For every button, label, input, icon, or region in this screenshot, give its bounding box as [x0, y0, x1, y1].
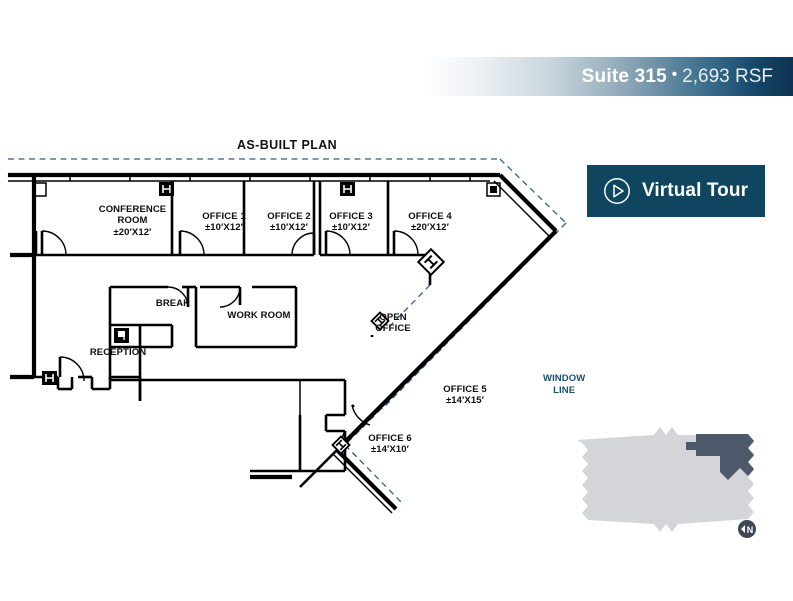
key-plan-suite-highlight — [686, 434, 754, 480]
floor-plan-drawing: .w { stroke:#000; fill:none; stroke-widt… — [7, 158, 567, 514]
suite-header-banner: Suite 315 • 2,693 RSF — [424, 57, 793, 96]
room-label-office-2: OFFICE 2 ±10′X12′ — [267, 210, 311, 234]
play-circle-icon — [603, 177, 631, 205]
reception-entry-walls — [10, 325, 142, 401]
window-mullion-markers — [331, 247, 446, 455]
header-separator: • — [671, 66, 678, 83]
room-label-break: BREAK — [155, 297, 191, 309]
room-label-office-4: OFFICE 4 ±20′X12′ — [408, 210, 452, 234]
virtual-tour-button[interactable]: Virtual Tour — [587, 165, 765, 217]
exterior-left-wall — [7, 175, 37, 380]
structural-column-markers — [32, 182, 501, 197]
key-plan-diagram: N — [577, 427, 756, 538]
virtual-tour-label: Virtual Tour — [642, 180, 749, 201]
room-label-reception: RECEPTION — [89, 346, 147, 358]
svg-text:N: N — [747, 525, 754, 535]
suite-number-label: Suite 315 — [581, 65, 667, 87]
exterior-top-wall — [8, 172, 500, 182]
room-label-office-3: OFFICE 3 ±10′X12′ — [329, 210, 373, 234]
room-label-office-1: OFFICE 1 ±10′X12′ — [202, 210, 246, 234]
room-label-office-6: OFFICE 6 ±14′X10′ — [368, 432, 412, 456]
room-label-office-5: OFFICE 5 ±14′X15′ — [443, 383, 487, 407]
office-row-partitions — [36, 181, 432, 285]
room-label-open-office: OPEN OFFICE — [375, 311, 411, 335]
room-label-work-room: WORK ROOM — [227, 309, 291, 321]
open-office-walls — [250, 335, 433, 488]
north-indicator-icon: N — [738, 520, 756, 538]
door-swings-office-row — [34, 230, 419, 256]
window-line-label: WINDOW LINE — [543, 373, 586, 396]
room-label-conference-room: CONFERENCE ROOM ±20′X12′ — [98, 203, 167, 238]
page-title: AS-BUILT PLAN — [237, 138, 338, 152]
suite-area-label: 2,693 RSF — [682, 65, 773, 87]
